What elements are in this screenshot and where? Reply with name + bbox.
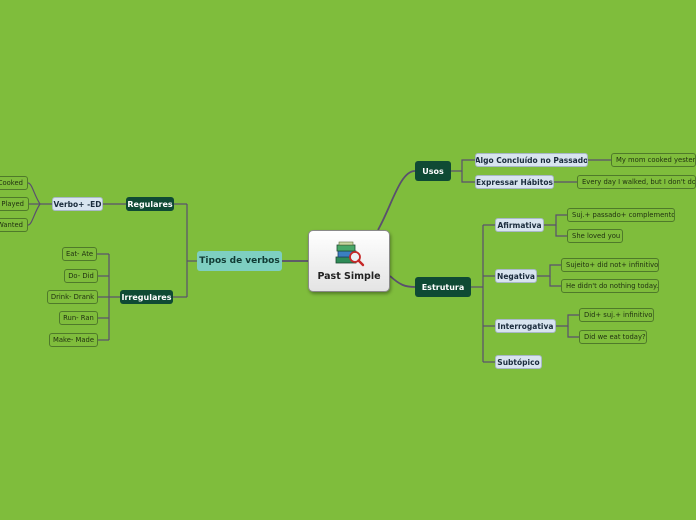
irregular-example-3[interactable]: Drink- Drank <box>47 290 98 304</box>
afirmativa-node[interactable]: Afirmativa <box>495 218 544 232</box>
verbo-ed-node[interactable]: Verbo+ -ED <box>52 197 103 211</box>
tipos-de-verbos-node[interactable]: Tipos de verbos <box>197 251 282 271</box>
usos-node[interactable]: Usos <box>415 161 451 181</box>
usos-example-1[interactable]: My mom cooked yesterday <box>611 153 696 167</box>
regulares-node[interactable]: Regulares <box>126 197 174 211</box>
regular-example-2[interactable]: Played <box>0 197 29 211</box>
root-label: Past Simple <box>317 271 381 282</box>
irregulares-node[interactable]: Irregulares <box>120 290 173 304</box>
irregular-example-4[interactable]: Run- Ran <box>59 311 98 325</box>
afirmativa-example[interactable]: She loved you <box>567 229 623 243</box>
expressar-habitos-node[interactable]: Expressar Hábitos <box>475 175 554 189</box>
interrogativa-node[interactable]: Interrogativa <box>495 319 556 333</box>
regular-example-1[interactable]: Cooked <box>0 176 28 190</box>
irregular-example-1[interactable]: Eat- Ate <box>62 247 97 261</box>
interrogativa-example[interactable]: Did we eat today? <box>579 330 647 344</box>
irregular-example-2[interactable]: Do- Did <box>64 269 98 283</box>
estrutura-node[interactable]: Estrutura <box>415 277 471 297</box>
negativa-rule[interactable]: Sujeito+ did not+ infinitivo <box>561 258 659 272</box>
algo-concluido-node[interactable]: Algo Concluído no Passado <box>475 153 588 167</box>
irregular-example-5[interactable]: Make- Made <box>49 333 98 347</box>
root-node[interactable]: Past Simple <box>308 230 390 292</box>
subtopico-node[interactable]: Subtópico <box>495 355 542 369</box>
negativa-example[interactable]: He didn't do nothing today. <box>561 279 659 293</box>
regular-example-3[interactable]: Wanted <box>0 218 28 232</box>
usos-example-2[interactable]: Every day I walked, but I don't do it no… <box>577 175 696 189</box>
afirmativa-rule[interactable]: Suj.+ passado+ complemento <box>567 208 675 222</box>
interrogativa-rule[interactable]: Did+ suj.+ infinitivo <box>579 308 654 322</box>
negativa-node[interactable]: Negativa <box>495 269 537 283</box>
books-magnifier-icon <box>335 241 365 267</box>
